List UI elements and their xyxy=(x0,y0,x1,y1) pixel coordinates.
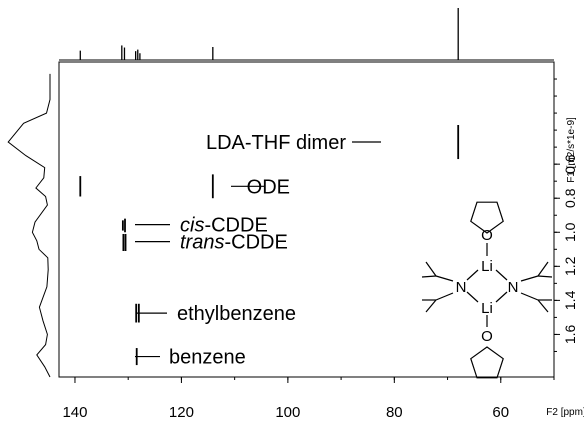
thf-ring-bottom xyxy=(470,346,504,379)
side-projection xyxy=(7,73,51,378)
bond-li-n-br xyxy=(495,291,508,303)
annotation-text: -CDDE xyxy=(204,215,267,237)
x-axis-label: F2 [ppm] xyxy=(546,407,584,418)
oxygen-top-label: O xyxy=(481,227,493,244)
bond-n-li-tl xyxy=(466,269,479,281)
nitrogen-left-label: N xyxy=(456,279,467,296)
annotation-text: -CDDE xyxy=(224,232,287,254)
ipr-left-bot-a xyxy=(435,292,454,301)
annotation-text: ethylbenzene xyxy=(177,303,296,325)
x-tick-label: 140 xyxy=(62,404,87,420)
ipr-right-top-c xyxy=(537,275,553,278)
annotation-text: benzene xyxy=(169,347,246,369)
x-tick-label: 80 xyxy=(386,404,403,420)
y-tick-label: 1.2 xyxy=(562,256,578,276)
y-tick-label: 1.4 xyxy=(562,290,578,310)
annotation-label: ODE xyxy=(247,176,290,198)
cross-peaks xyxy=(79,125,460,366)
annotations: LDA-THF dimerODEcis-CDDEtrans-CDDEethylb… xyxy=(135,132,381,369)
annotation-text: LDA-THF dimer xyxy=(206,132,346,154)
x-tick-label: 60 xyxy=(492,404,509,420)
y-tick-label: 1.6 xyxy=(562,324,578,344)
ipr-left-top-c xyxy=(421,275,437,278)
lithium-top-label: Li xyxy=(481,258,493,275)
lithium-bottom-label: Li xyxy=(481,300,493,317)
annotation-label: trans-CDDE xyxy=(180,232,288,254)
ipr-left-top-a xyxy=(435,275,454,282)
nitrogen-right-label: N xyxy=(508,279,519,296)
annotation-label: benzene xyxy=(169,347,246,369)
bond-li-n-tr xyxy=(495,269,508,281)
annotation-label: LDA-THF dimer xyxy=(206,132,346,154)
annotation-label: ethylbenzene xyxy=(177,303,296,325)
y-tick-label: 0.6 xyxy=(562,154,578,174)
ipr-right-top-b xyxy=(537,261,549,277)
annotation-italic-prefix: trans xyxy=(180,232,224,254)
ipr-right-bot-a xyxy=(520,292,539,301)
side-projection-trace xyxy=(7,73,51,378)
annotation-label: cis-CDDE xyxy=(180,215,268,237)
annotation-italic-prefix: cis xyxy=(180,215,204,237)
y-axis-label: F1 [m2/s*1e-9] xyxy=(566,117,577,183)
x-tick-label: 120 xyxy=(169,404,194,420)
axes: 140 120 100 80 60 F2 [ppm] 0.6 0.8 1.0 1.2 1.4 1.6 F… xyxy=(62,78,584,421)
thf-ring-top xyxy=(470,201,504,234)
annotation-text: ODE xyxy=(247,176,290,198)
y-tick-label: 1.0 xyxy=(562,222,578,242)
ipr-right-bot-b xyxy=(537,299,549,313)
oxygen-bottom-label: O xyxy=(481,328,493,345)
ipr-left-bot-b xyxy=(425,299,437,313)
bond-n-li-bl xyxy=(466,291,479,303)
x-tick-label: 100 xyxy=(275,404,300,420)
ipr-left-top-b xyxy=(425,261,437,277)
plot-frame xyxy=(58,61,555,378)
ipr-right-top-a xyxy=(520,275,539,282)
y-tick-label: 0.8 xyxy=(562,188,578,208)
top-projection xyxy=(59,8,554,61)
